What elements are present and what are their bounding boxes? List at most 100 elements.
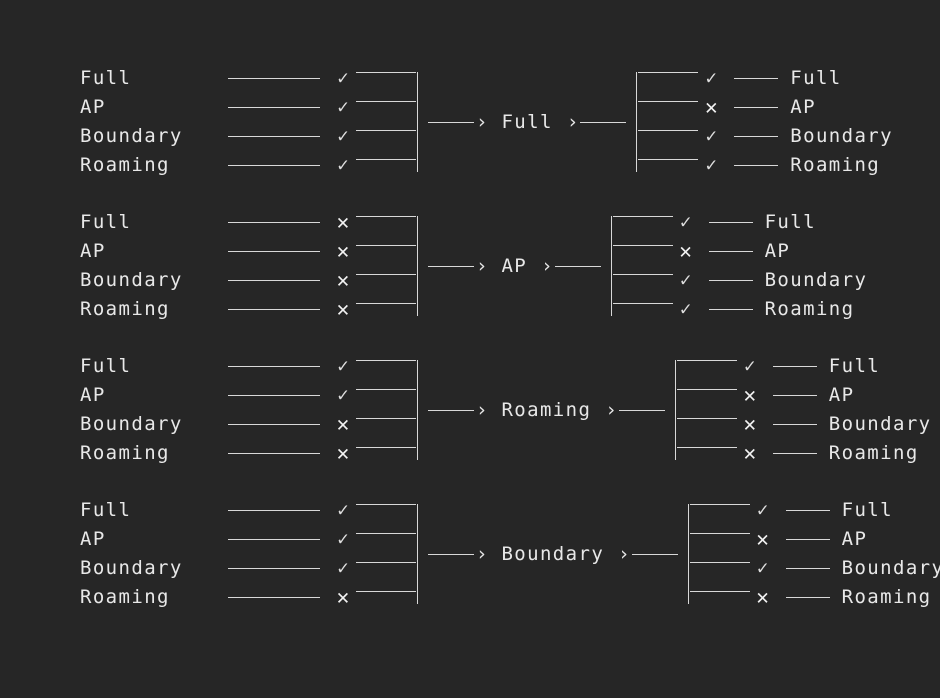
bracket-stub (356, 418, 416, 419)
input-state-label: Boundary (80, 413, 183, 435)
input-row: AP ✓ (80, 525, 356, 554)
bracket-spine (674, 360, 676, 460)
connector-dash (785, 510, 830, 511)
connector-dash (228, 453, 320, 454)
output-mark: ✓ (679, 269, 692, 291)
connector-dash (228, 395, 320, 396)
output-row: ✓ Boundary (673, 266, 868, 295)
chevron-right-icon: › (476, 110, 488, 133)
connector-dash (708, 222, 753, 223)
bracket-stub (689, 562, 750, 563)
bracket-stub (356, 591, 416, 592)
output-mark: ✓ (679, 298, 692, 320)
output-mark: ✓ (744, 355, 756, 377)
input-merge-bracket (356, 200, 428, 332)
output-row: ✕ AP (750, 525, 940, 554)
output-row: ✕ AP (737, 381, 932, 410)
output-mark: ✓ (705, 154, 717, 176)
connector-dash (228, 222, 320, 223)
output-mark: ✓ (705, 67, 717, 89)
output-state-label: AP (764, 240, 791, 262)
input-row: Roaming ✕ (80, 295, 356, 324)
output-mark: ✕ (743, 441, 757, 465)
output-state-label: AP (841, 528, 868, 550)
bracket-spine (417, 504, 418, 604)
transition-group: Full ✓ AP ✓ Boundary ✓ Roaming ✕ (0, 488, 940, 620)
transition-centre: › Full › (428, 56, 627, 188)
bracket-stub (356, 360, 416, 361)
input-row: AP ✓ (80, 381, 356, 410)
output-mark: ✕ (679, 239, 692, 263)
bracket-spine (636, 72, 638, 172)
connector-dash (708, 309, 753, 310)
output-mark: ✕ (756, 585, 769, 609)
bracket-stub (356, 72, 416, 73)
connector-dash (228, 280, 320, 281)
transition-label: Roaming (501, 398, 592, 421)
output-mark: ✕ (704, 95, 718, 119)
input-column: Full ✕ AP ✕ Boundary ✕ Roaming ✕ (80, 200, 356, 332)
connector-dash (772, 453, 817, 454)
output-state-label: AP (790, 96, 816, 118)
input-mark: ✕ (336, 297, 350, 321)
transition-group: Full ✓ AP ✓ Boundary ✓ Roaming ✓ (0, 56, 940, 188)
input-mark: ✓ (337, 499, 349, 521)
connector-dash (772, 366, 817, 367)
input-row: Boundary ✕ (80, 266, 356, 295)
output-row: ✓ Roaming (673, 295, 868, 324)
input-row: Full ✓ (80, 496, 356, 525)
input-state-label: Boundary (80, 125, 183, 147)
input-mark: ✓ (337, 96, 349, 118)
input-merge-bracket (356, 488, 428, 620)
bracket-stub (356, 389, 416, 390)
bracket-stub (356, 533, 416, 534)
output-state-label: Boundary (828, 413, 932, 435)
connector-dash (785, 539, 830, 540)
output-split-bracket (665, 344, 737, 476)
transition-label: Boundary (501, 542, 605, 565)
input-row: Boundary ✕ (80, 410, 356, 439)
input-row: Roaming ✓ (80, 151, 356, 180)
input-state-label: AP (80, 384, 106, 406)
chevron-right-icon: › (476, 542, 488, 565)
output-state-label: Roaming (764, 298, 855, 320)
output-state-label: Boundary (841, 557, 940, 579)
transition-group: Full ✓ AP ✓ Boundary ✕ Roaming ✕ (0, 344, 940, 476)
output-mark: ✕ (743, 383, 757, 407)
output-state-label: Roaming (841, 586, 932, 608)
connector-dash (228, 251, 320, 252)
bracket-spine (610, 216, 612, 316)
connector-dash (228, 568, 320, 569)
output-state-label: Full (841, 499, 893, 521)
bracket-stub (638, 130, 699, 131)
chevron-right-icon: › (476, 398, 488, 421)
connector-dash (228, 510, 320, 511)
input-mark: ✓ (337, 528, 349, 550)
transition-label: AP (501, 254, 528, 277)
bracket-stub (676, 389, 737, 390)
output-mark: ✕ (743, 412, 757, 436)
input-state-label: Full (80, 67, 132, 89)
input-state-label: AP (80, 96, 106, 118)
input-state-label: Boundary (80, 557, 183, 579)
connector-dash (228, 539, 320, 540)
input-mark: ✓ (337, 557, 349, 579)
bracket-stub (638, 159, 699, 160)
connector-dash (734, 136, 779, 137)
bracket-stub (356, 303, 416, 304)
input-state-label: Full (80, 355, 132, 377)
input-state-label: Full (80, 211, 132, 233)
bracket-stub (356, 504, 416, 505)
connector-dash (228, 78, 320, 79)
input-merge-bracket (356, 56, 428, 188)
connector-dash (785, 568, 830, 569)
transition-centre: › AP › (428, 200, 601, 332)
input-column: Full ✓ AP ✓ Boundary ✓ Roaming ✕ (80, 488, 356, 620)
connector-dash (228, 424, 320, 425)
output-split-bracket (601, 200, 673, 332)
input-mark: ✓ (337, 154, 349, 176)
bracket-stub (356, 159, 416, 160)
output-row: ✓ Full (750, 496, 940, 525)
input-state-label: Roaming (80, 298, 170, 320)
connector-dash (228, 366, 320, 367)
